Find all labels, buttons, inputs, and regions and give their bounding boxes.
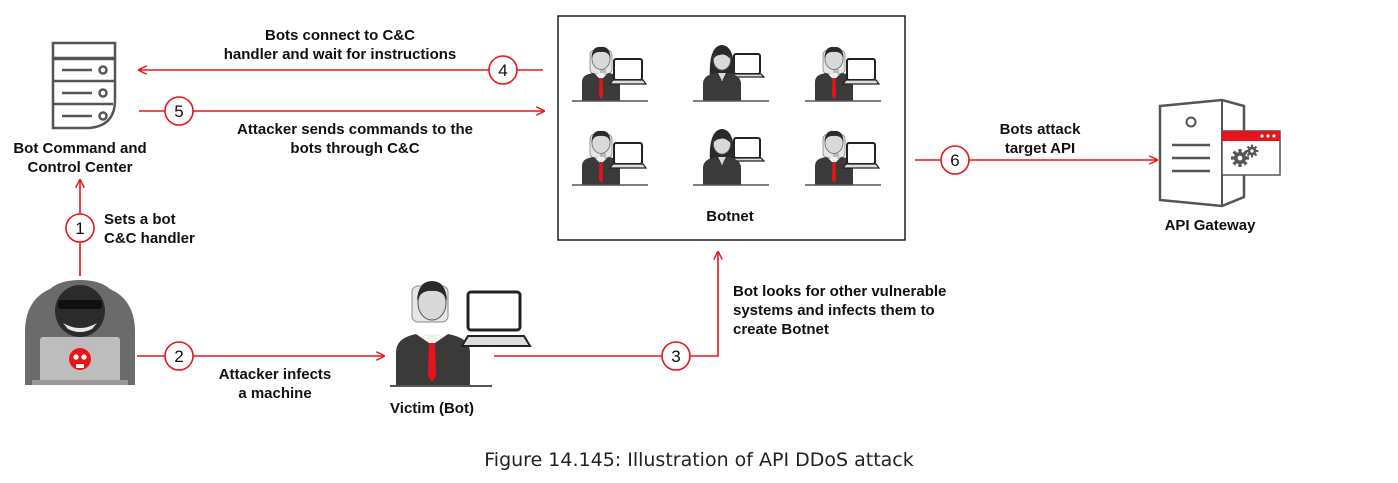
- step-5-badge: 5: [164, 96, 194, 126]
- step-6-label: Bots attack target API: [999, 121, 1081, 157]
- step-3-label: Bot looks for other vulnerable systems a…: [733, 283, 947, 338]
- victim-icon: [390, 281, 532, 387]
- step-number: 2: [174, 347, 183, 366]
- botnet-label: Botnet: [706, 208, 754, 225]
- step-5-label: Attacker sends commands to the bots thro…: [237, 121, 473, 157]
- step-4-badge: 4: [488, 55, 518, 85]
- skull-icon: [69, 348, 91, 370]
- gear-icon: [1244, 143, 1260, 159]
- step-3-badge: 3: [661, 341, 691, 371]
- step-number: 3: [671, 347, 680, 366]
- step-number: 6: [950, 151, 959, 170]
- cc-node-label: Bot Command and Control Center: [13, 140, 147, 176]
- api-gateway-label: API Gateway: [1164, 217, 1256, 234]
- step-1-label: Sets a bot C&C handler: [104, 211, 195, 247]
- api-gateway-icon: [1158, 98, 1281, 208]
- hacker-icon: [25, 280, 135, 385]
- step-2-badge: 2: [164, 341, 194, 371]
- step-1-badge: 1: [65, 213, 95, 243]
- step-number: 1: [75, 219, 84, 238]
- figure-caption: Figure 14.145: Illustration of API DDoS …: [484, 449, 914, 471]
- victim-label: Victim (Bot): [390, 400, 474, 417]
- step-number: 5: [174, 102, 183, 121]
- step-4-label: Bots connect to C&C handler and wait for…: [223, 27, 457, 63]
- step-2-label: Attacker infects a machine: [218, 366, 332, 402]
- server-icon: [51, 41, 117, 130]
- arrow-step-3: [494, 252, 718, 357]
- step-6-badge: 6: [940, 145, 970, 175]
- step-number: 4: [498, 61, 507, 80]
